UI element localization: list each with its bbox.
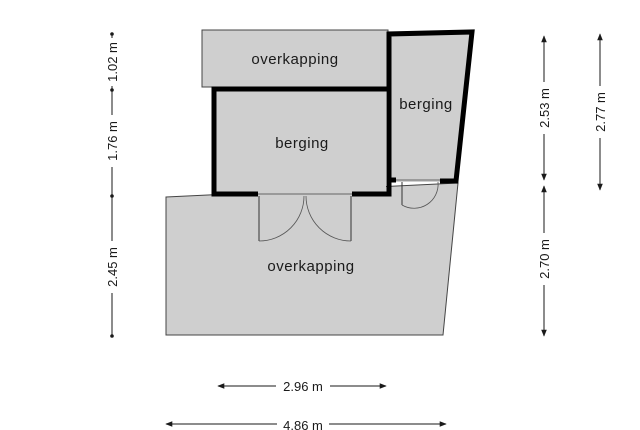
- dim-bottom-inner: 2.96 m: [283, 379, 323, 394]
- overkapping-top-area: [201, 29, 389, 88]
- dimension-bottom-inner: 2.96 m: [217, 378, 387, 394]
- berging-center-area: [216, 91, 386, 195]
- label-berging-right: berging: [399, 96, 453, 113]
- dim-left-bottom: 2.45 m: [105, 247, 120, 287]
- door-swing-small: [401, 181, 439, 209]
- dim-right-outer: 2.77 m: [593, 92, 608, 132]
- door-swing-left: [258, 195, 305, 242]
- dim-bottom-outer: 4.86 m: [283, 418, 323, 430]
- dimension-bottom-outer: 4.86 m: [165, 416, 447, 430]
- label-overkapping-top: overkapping: [251, 51, 338, 68]
- berging-right-walls: [386, 29, 475, 184]
- label-overkapping-bottom: overkapping: [267, 258, 354, 275]
- dim-right-inner-top: 2.53 m: [537, 88, 552, 128]
- label-berging-center: berging: [275, 135, 329, 152]
- dim-right-inner-bottom: 2.70 m: [537, 239, 552, 279]
- dimension-right-outer: 2.77 m: [592, 33, 608, 191]
- dimension-left: 1.02 m 1.76 m 2.45 m: [104, 32, 120, 338]
- dim-left-mid: 1.76 m: [105, 121, 120, 161]
- dim-left-top: 1.02 m: [105, 42, 120, 82]
- dimension-right-inner: 2.53 m 2.70 m: [536, 35, 552, 337]
- berging-center-walls: [211, 86, 392, 197]
- door-swing-right: [305, 195, 352, 242]
- berging-right-area: [391, 34, 470, 182]
